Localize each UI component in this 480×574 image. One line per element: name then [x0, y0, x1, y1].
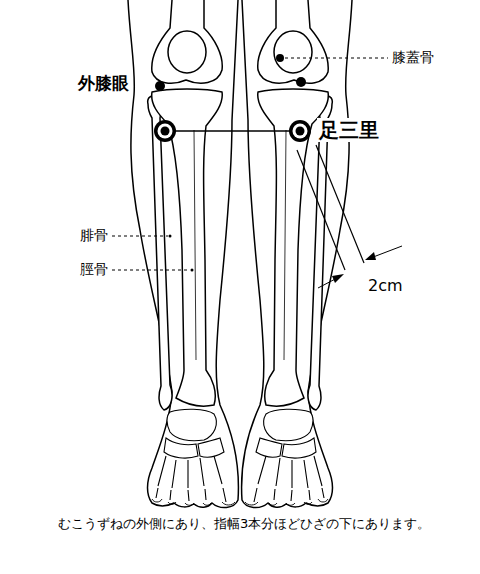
point-name: 足三里 [317, 118, 381, 142]
dimension-arrowhead [365, 252, 376, 260]
leader-dot [169, 235, 172, 238]
leader-line [285, 58, 388, 59]
dimension-label: 2cm [366, 276, 405, 295]
acupoint-marker [289, 120, 311, 142]
point-dot [296, 77, 306, 87]
bone-name: 腓骨 [78, 227, 110, 244]
caption: むこうずねの外側にあり、指幅3本分ほどひざの下にあります。 [58, 514, 448, 535]
level-line [165, 130, 300, 132]
dimension-line [316, 145, 364, 263]
point-dot [276, 54, 284, 62]
leader-dot [191, 269, 194, 272]
leader-line [112, 236, 168, 237]
left-leg [242, 0, 352, 508]
bone-name: 膝蓋骨 [390, 49, 436, 66]
dimension-arrowhead [332, 274, 344, 283]
bone-name: 脛骨 [78, 261, 110, 278]
leader-line [112, 270, 190, 271]
point-dot [155, 81, 165, 91]
acupoint-marker [154, 120, 176, 142]
point-name: 外膝眼 [76, 73, 131, 93]
dimension-line [297, 150, 345, 270]
right-leg [128, 0, 238, 508]
